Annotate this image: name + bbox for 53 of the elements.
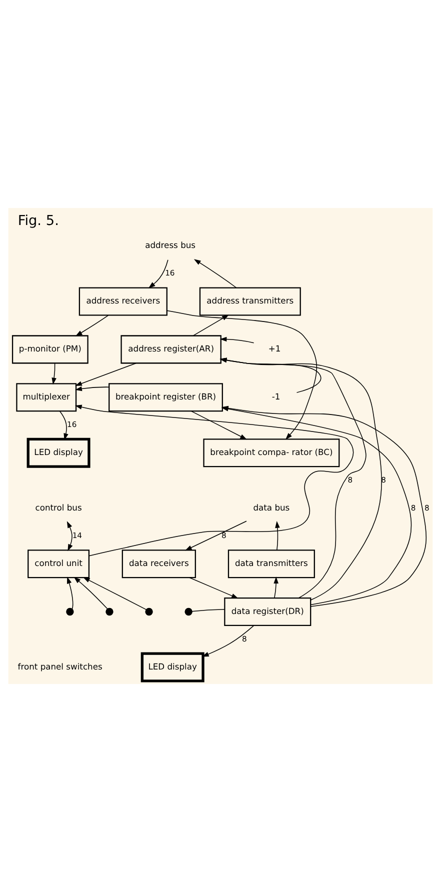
node-text: address bus [145,240,196,250]
node-cross [184,607,192,616]
arrow [66,520,73,551]
node-box: p-monitor (PM) [12,334,88,364]
node-text: -1 [272,390,280,401]
node-box: breakpoint register (BR) [108,382,223,412]
arrow [184,520,247,550]
edge-label: 8 [222,530,226,540]
arrow [74,576,108,609]
node-text: data bus [253,502,290,512]
arrow [202,624,254,656]
node-box: data register(DR) [224,597,312,626]
edge-label: 8 [348,475,353,484]
node-text: +1 [268,343,281,354]
edge-label: 8 [410,502,416,512]
arrow [75,314,109,336]
edge-label: 16 [165,268,175,278]
arrow [67,576,74,609]
arrow [190,410,247,440]
arrow [192,314,229,336]
node-box: control unit [28,549,90,578]
node-text: control bus [35,502,82,512]
arrow [75,362,136,386]
arrow [148,259,168,288]
edge-label: 14 [72,530,82,540]
connector [192,608,225,612]
node-cross [106,607,114,616]
node-box: address transmitters [199,286,301,316]
node-cross [145,607,153,616]
edge-label: 16 [67,419,77,428]
arrow [82,576,147,610]
arrow [194,258,237,288]
node-box: address receivers [78,286,168,316]
node-cross [66,607,74,616]
diagram-title: Fig. 5. [18,212,59,229]
node-box: LED display [140,652,204,682]
node-box: multiplexer [16,382,77,412]
arrow [75,386,110,391]
edge-label: 8 [424,502,430,512]
node-box: breakpoint compa- rator (BC) [203,438,340,467]
node-box: address register(AR) [120,334,222,364]
arrow [220,336,254,343]
arrow [189,576,238,598]
arrow [166,310,318,440]
node-box: data receivers [122,549,196,578]
node-box: LED display [26,437,90,468]
arrow [274,576,278,598]
label: front panel switches [18,660,102,671]
node-box: data transmitters [228,549,315,578]
edge-label: 8 [242,634,247,643]
arrow [52,362,56,384]
arrow [275,520,280,550]
arrow [59,410,68,440]
